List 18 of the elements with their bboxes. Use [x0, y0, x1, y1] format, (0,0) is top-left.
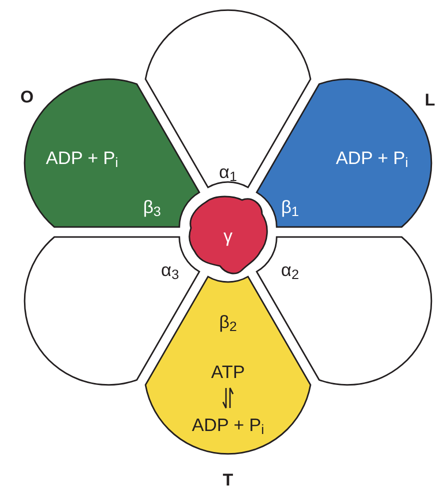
subunit-label: α$_{2}$ — [281, 261, 299, 279]
subunit-petal — [256, 236, 432, 386]
subunit-label: γ — [224, 227, 232, 245]
subunit-label: α$_{3}$ — [161, 261, 179, 279]
subunit-label: β$_{1}$ — [281, 198, 299, 216]
subunit-label: ADP + P$_{i}$ — [46, 149, 118, 167]
subunit-label: ATP — [211, 363, 245, 381]
subunit-petal — [24, 236, 200, 386]
subunit-label: ADP + P$_{i}$ — [336, 149, 408, 167]
conformation-label: O — [20, 88, 34, 106]
subunit-label: β$_{3}$ — [143, 198, 161, 216]
subunit-label: ADP + P$_{i}$ — [192, 416, 264, 434]
conformation-label: T — [222, 472, 234, 488]
subunit-label: α$_{1}$ — [219, 163, 237, 181]
subunit-petal — [144, 9, 312, 188]
gamma-subunit — [188, 196, 268, 274]
conformation-label: L — [424, 92, 436, 108]
subunit-label: β$_{2}$ — [219, 313, 237, 331]
